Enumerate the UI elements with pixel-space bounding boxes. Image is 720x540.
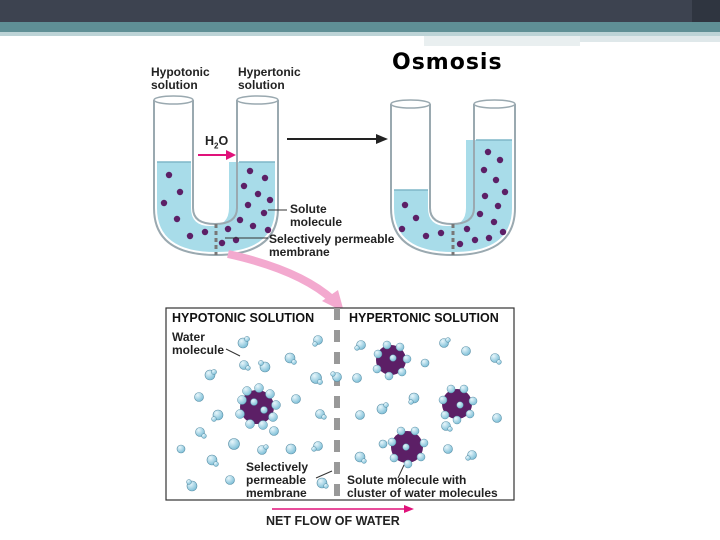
solute-label: Solute molecule [290, 202, 343, 229]
accent-stripe-light [0, 32, 720, 36]
hypertonic-heading: HYPERTONIC SOLUTION [349, 311, 499, 325]
membrane-label: Selectively permeable membrane [269, 232, 395, 259]
solute-cluster-left [235, 383, 281, 430]
top-banner-corner [692, 0, 720, 22]
slide-title: Osmosis [392, 50, 503, 75]
u-tube-before [153, 95, 279, 257]
water-molecule-label: Water molecule [172, 330, 225, 357]
u-tube-after [390, 99, 516, 257]
net-flow-label: NET FLOW OF WATER [266, 514, 400, 528]
hypertonic-label: Hypertonic solution [238, 65, 301, 92]
solute-cluster-right-3 [387, 426, 429, 469]
top-banner [0, 0, 720, 22]
hypotonic-label: Hypotonic solution [151, 65, 210, 92]
accent-stripe [0, 22, 720, 32]
accent-stripe-segment [424, 36, 580, 46]
net-flow-arrow [272, 505, 414, 513]
molecular-panel [165, 307, 515, 501]
solute-cluster-right-1 [372, 340, 412, 381]
water-molecules-right [352, 337, 502, 464]
panel-membrane-label: Selectively permeable membrane [246, 460, 309, 500]
water-arrow [198, 150, 236, 160]
transition-arrow [287, 134, 388, 144]
water-molecules-left [176, 335, 342, 492]
hypotonic-heading: HYPOTONIC SOLUTION [172, 311, 315, 325]
solute-cluster-right-2 [438, 384, 478, 425]
cluster-label: Solute molecule with cluster of water mo… [347, 473, 498, 500]
water-formula-label: H2O [205, 134, 229, 151]
accent-stripe-segment-right [580, 36, 720, 42]
zoom-arrow [227, 250, 344, 312]
